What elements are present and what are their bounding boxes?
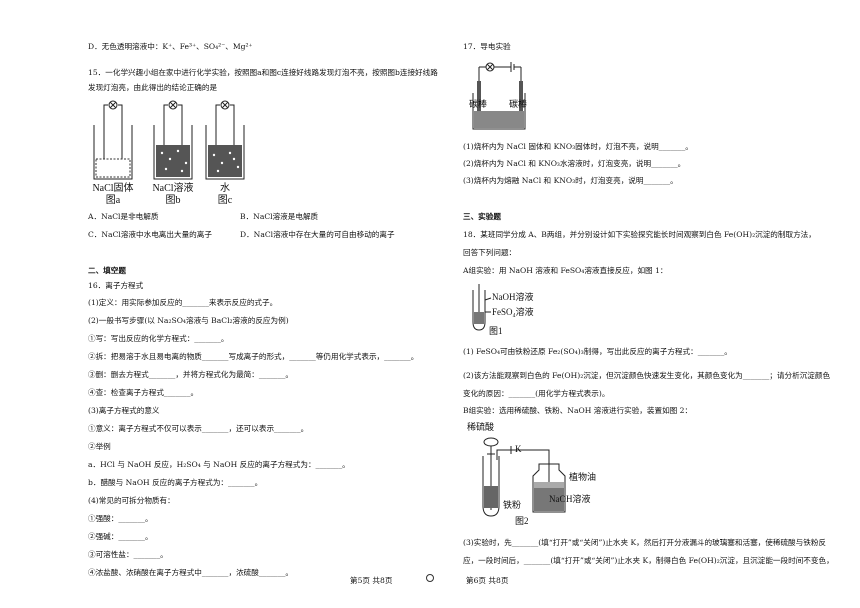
- q16-2-4: ④查：检查离子方程式_______。: [88, 388, 199, 397]
- q16-2-3: ③删：删去方程式_______，并将方程式化为最简：_______。: [88, 370, 294, 379]
- q18-stem-line2: 回答下列问题：: [463, 248, 517, 257]
- q16-title: 16．离子方程式: [88, 281, 144, 290]
- q18-2-line2: 变化的原因：_______(用化学方程式表示)。: [463, 389, 610, 398]
- q16-3-b: b．醋酸与 NaOH 反应的离子方程式为：_______。: [88, 478, 263, 487]
- fig1-feso4-label: FeSO₄溶液: [492, 306, 534, 317]
- q17-3: (3)烧杯内为熔融 NaCl 和 KNO₃时，灯泡变亮，说明_______。: [463, 176, 678, 185]
- q16-3-a: a．HCl 与 NaOH 反应，H₂SO₄ 与 NaOH 反应的离子方程式为：_…: [88, 460, 350, 469]
- q16-3-1: ①意义：离子方程式不仅可以表示_______，还可以表示_______。: [88, 424, 309, 433]
- q16-2-2: ②拆：把易溶于水且易电离的物质_______写成离子的形式，_______等仍用…: [88, 352, 419, 361]
- fig2-fe-label: 铁粉: [503, 499, 521, 510]
- q18-3-line1: (3)实验时，先_______(填“打开”或“关闭”)止水夹 K，然后打开分液漏…: [463, 538, 827, 547]
- fig2-apparatus: 稀硫酸 K 植物油 NaOH溶液 铁粉 图2: [467, 421, 596, 526]
- section-2-heading: 二、填空题: [88, 266, 126, 275]
- q16-4-4: ④浓盐酸、浓硝酸在离子方程式中_______，浓硫酸_______。: [88, 568, 294, 577]
- fig1-naoh-label: NaOH溶液: [492, 291, 534, 302]
- q18-2-line1: (2)该方法能观察到白色的 Fe(OH)₂沉淀，但沉淀颜色快速发生变化，其颜色变…: [463, 371, 831, 380]
- q14-option-d: D．无色透明溶液中：K⁺、Fe³⁺、SO₄²⁻、Mg²⁺: [88, 42, 253, 51]
- q18-group-a: A组实验：用 NaOH 溶液和 FeSO₄溶液直接反应，如图 1：: [463, 266, 668, 275]
- fig-electrode-right: 碳棒: [509, 98, 527, 109]
- q16-4-1: ①强酸：_______。: [88, 514, 153, 523]
- left-page-footer: 第5页 共8页: [350, 576, 393, 585]
- fig2-k-label: K: [515, 444, 522, 454]
- section-3-heading: 三、实验题: [463, 212, 501, 221]
- q17-conductivity-apparatus: 碳棒 碳棒: [469, 62, 527, 130]
- q15-stem-line1: 15．一化学兴趣小组在家中进行化学实验，按照图a和图c连接好线路发现灯泡不亮，按…: [88, 68, 438, 77]
- q16-4-3: ③可溶性盐：_______。: [88, 550, 168, 559]
- q17-title: 17．导电实验: [463, 42, 511, 51]
- page-divider-dot: [426, 574, 434, 582]
- q18-1: (1) FeSO₄可由铁粉还原 Fe₂(SO₄)₃制得，写出此反应的离子方程式：…: [463, 347, 732, 356]
- q18-3-line2: 应，一段时间后，_______(填“打开”或“关闭”)止水夹 K，制得白色 Fe…: [463, 556, 834, 565]
- q17-1: (1)烧杯内为 NaCl 固体和 KNO₃固体时，灯泡不亮，说明_______。: [463, 142, 693, 151]
- q16-3: (3)离子方程式的意义: [88, 406, 160, 415]
- fig2-oil-label: 植物油: [569, 471, 596, 482]
- q16-2-1: ①写：写出反应的化学方程式：_______。: [88, 334, 229, 343]
- fig-c-caption: 图c: [218, 194, 233, 206]
- fig1-caption: 图1: [489, 326, 503, 336]
- q16-3-2: ②举例: [88, 442, 111, 451]
- q16-4-2: ②强碱：_______。: [88, 532, 153, 541]
- right-page-footer: 第6页 共8页: [466, 576, 509, 585]
- q17-2: (2)烧杯内为 NaCl 和 KNO₃水溶液时，灯泡变亮，说明_______。: [463, 159, 686, 168]
- fig-b-caption: 图b: [166, 194, 181, 206]
- fig-b-label: NaCl溶液: [152, 181, 193, 194]
- q18-group-b: B组实验：选用稀硫酸、铁粉、NaOH 溶液进行实验，装置如图 2：: [463, 406, 693, 415]
- fig-c-label: 水: [220, 182, 230, 194]
- q16-2: (2)一般书写步骤(以 Na₂SO₄溶液与 BaCl₂溶液的反应为例): [88, 316, 289, 325]
- q15-option-b: B．NaCl溶液是电解质: [240, 212, 319, 221]
- fig2-naoh-label: NaOH溶液: [549, 493, 591, 504]
- q16-4: (4)常见的可拆分物质有：: [88, 496, 175, 505]
- fig1-test-tube: NaOH溶液 FeSO₄溶液 图1: [472, 284, 534, 336]
- fig-a-caption: 图a: [106, 194, 121, 206]
- q15-beaker-figures: NaCl固体 图a NaCl溶液 图b 水 图c: [92, 100, 245, 206]
- q15-option-a: A．NaCl是非电解质: [88, 212, 159, 221]
- fig-a-label: NaCl固体: [92, 182, 133, 194]
- q18-stem-line1: 18．某班同学分成 A、B两组，并分别设计如下实验探究能长时间观察到白色 Fe(…: [463, 230, 816, 239]
- q15-stem-line2: 发现灯泡亮，由此得出的结论正确的是: [88, 83, 218, 92]
- q15-option-c: C．NaCl溶液中水电离出大量的离子: [88, 230, 212, 239]
- fig-electrode-left: 碳棒: [469, 98, 487, 109]
- fig2-acid-label: 稀硫酸: [467, 421, 494, 432]
- q15-option-d: D．NaCl溶液中存在大量的可自由移动的离子: [240, 230, 395, 239]
- fig2-caption: 图2: [515, 516, 529, 526]
- q16-1: (1)定义：用实际参加反应的_______来表示反应的式子。: [88, 298, 278, 307]
